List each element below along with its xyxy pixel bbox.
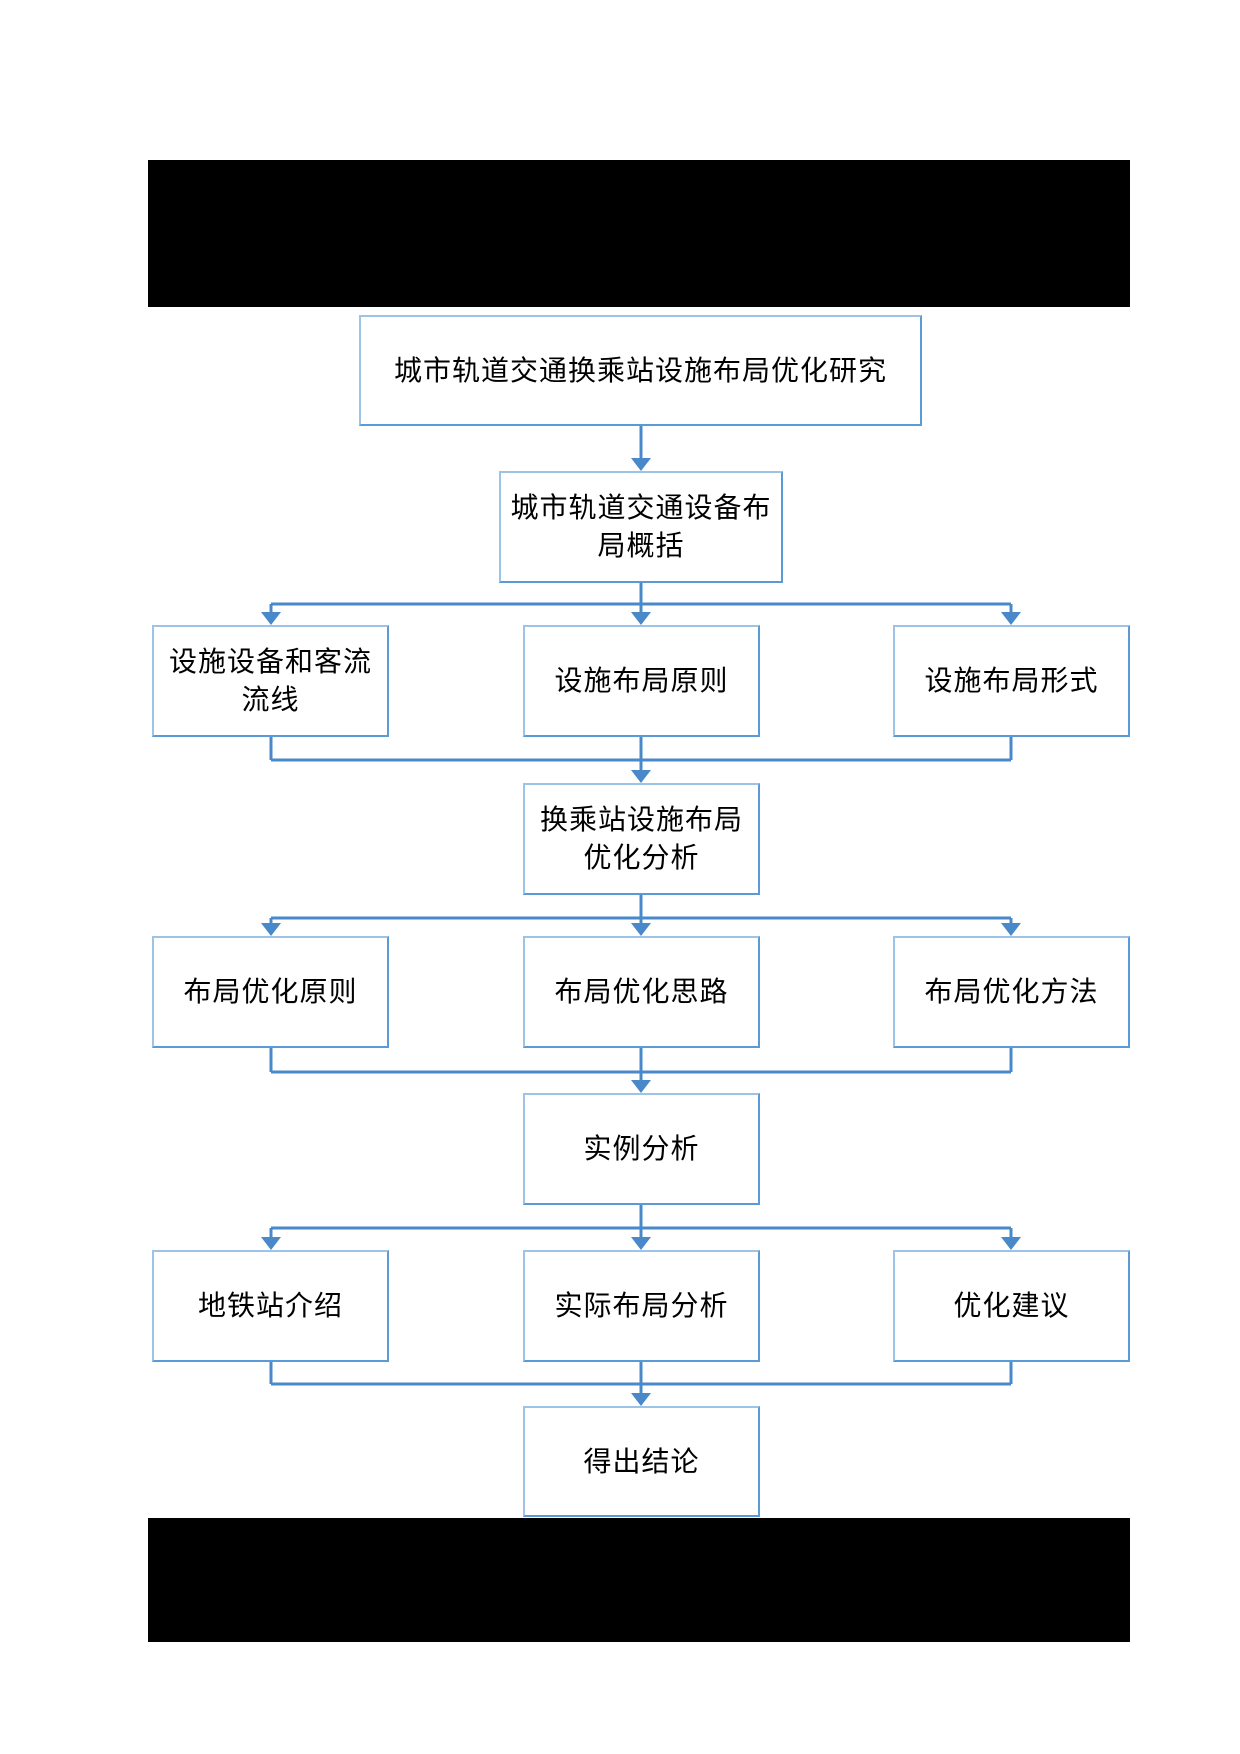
redacted-footer-block <box>148 1518 1130 1642</box>
node-facility-layout-forms: 设施布局形式 <box>893 625 1130 737</box>
node-facility-layout-principles: 设施布局原则 <box>523 625 760 737</box>
redacted-header-block <box>148 160 1130 307</box>
node-equipment-layout-overview: 城市轨道交通设备布 局概括 <box>499 471 783 583</box>
node-metro-station-introduction: 地铁站介绍 <box>152 1250 389 1362</box>
node-title: 城市轨道交通换乘站设施布局优化研究 <box>359 315 922 426</box>
node-layout-optimization-methods: 布局优化方法 <box>893 936 1130 1048</box>
node-optimization-suggestions: 优化建议 <box>893 1250 1130 1362</box>
node-conclusion: 得出结论 <box>523 1406 760 1517</box>
node-layout-optimization-approach: 布局优化思路 <box>523 936 760 1048</box>
node-transfer-station-optimization-analysis: 换乘站设施布局 优化分析 <box>523 783 760 895</box>
node-layout-optimization-principles: 布局优化原则 <box>152 936 389 1048</box>
node-case-analysis: 实例分析 <box>523 1093 760 1205</box>
node-actual-layout-analysis: 实际布局分析 <box>523 1250 760 1362</box>
node-facilities-passenger-flow: 设施设备和客流 流线 <box>152 625 389 737</box>
